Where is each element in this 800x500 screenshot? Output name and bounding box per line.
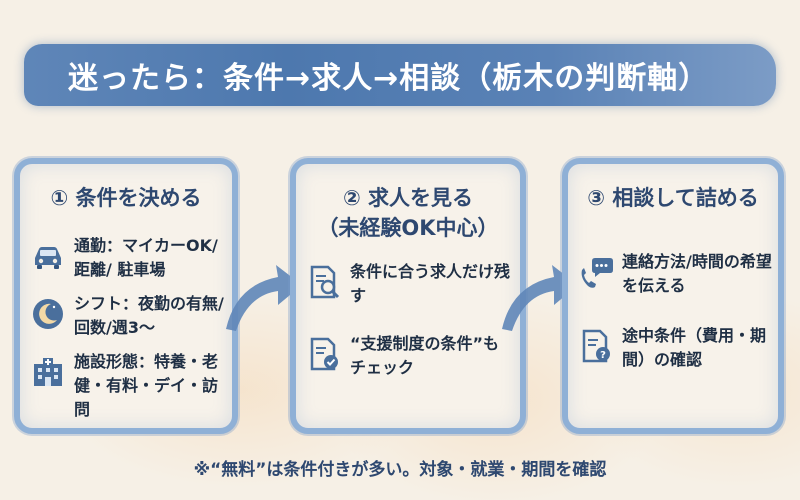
footer-note: ※“無料”は条件付きが多い。対象・就業・期間を確認	[193, 460, 607, 480]
moon-clock-icon	[33, 299, 63, 329]
step-card-2: ② 求人を見る （未経験OK中心） 条件に合う求人だけ残す “支援制度の条件”も…	[290, 158, 526, 434]
step-3-item-conditions: ? 途中条件（費用・期間）の確認	[578, 324, 772, 372]
step-3-item-contact-text: 連絡方法/時間の希望を伝える	[622, 252, 772, 295]
phone-chat-icon	[581, 258, 613, 288]
step-2-item-support: “支援制度の条件”もチェック	[306, 332, 514, 380]
step-1-item-facility-text: 施設形態：特養・老健・有料・デイ・訪問	[74, 352, 219, 419]
step-2-item-filter-text: 条件に合う求人だけ残す	[350, 262, 511, 305]
step-1-item-shift: シフト：夜勤の有無/回数/週3〜	[30, 292, 226, 340]
document-search-icon	[310, 265, 340, 299]
svg-text:?: ?	[600, 350, 606, 361]
facility-building-icon	[34, 358, 62, 386]
page-title: 迷ったら：条件→求人→相談（栃木の判断軸）	[68, 61, 710, 96]
step-2-item-support-text: “支援制度の条件”もチェック	[350, 334, 500, 377]
step-1-item-shift-text: シフト：夜勤の有無/回数/週3〜	[74, 294, 224, 337]
title-banner: 迷ったら：条件→求人→相談（栃木の判断軸）	[24, 44, 776, 106]
step-1-item-commute-text: 通勤：マイカーOK/距離/ 駐車場	[74, 236, 218, 279]
step-2-item-filter: 条件に合う求人だけ残す	[306, 260, 514, 308]
step-1-item-facility: 施設形態：特養・老健・有料・デイ・訪問	[30, 350, 226, 422]
document-question-icon: ?	[582, 329, 610, 363]
step-2-subtitle: （未経験OK中心）	[317, 216, 499, 240]
step-card-3: ③ 相談して詰める 連絡方法/時間の希望を伝える ? 途中条件（費用・期間）の確…	[562, 158, 784, 434]
step-3-item-contact: 連絡方法/時間の希望を伝える	[578, 250, 772, 298]
step-3-title: ③ 相談して詰める	[587, 186, 759, 210]
car-icon	[35, 247, 61, 269]
arrow-right-icon	[226, 265, 302, 331]
step-1-item-commute: 通勤：マイカーOK/距離/ 駐車場	[30, 234, 226, 282]
document-check-icon	[310, 337, 338, 371]
arrow-right-icon	[502, 265, 578, 331]
step-2-title: ② 求人を見る	[342, 186, 474, 210]
step-3-item-conditions-text: 途中条件（費用・期間）の確認	[622, 326, 767, 369]
step-1-title: ① 条件を決める	[50, 186, 202, 210]
step-card-1: ① 条件を決める 通勤：マイカーOK/距離/ 駐車場 シフト：夜勤の有無/回数/…	[14, 158, 238, 434]
